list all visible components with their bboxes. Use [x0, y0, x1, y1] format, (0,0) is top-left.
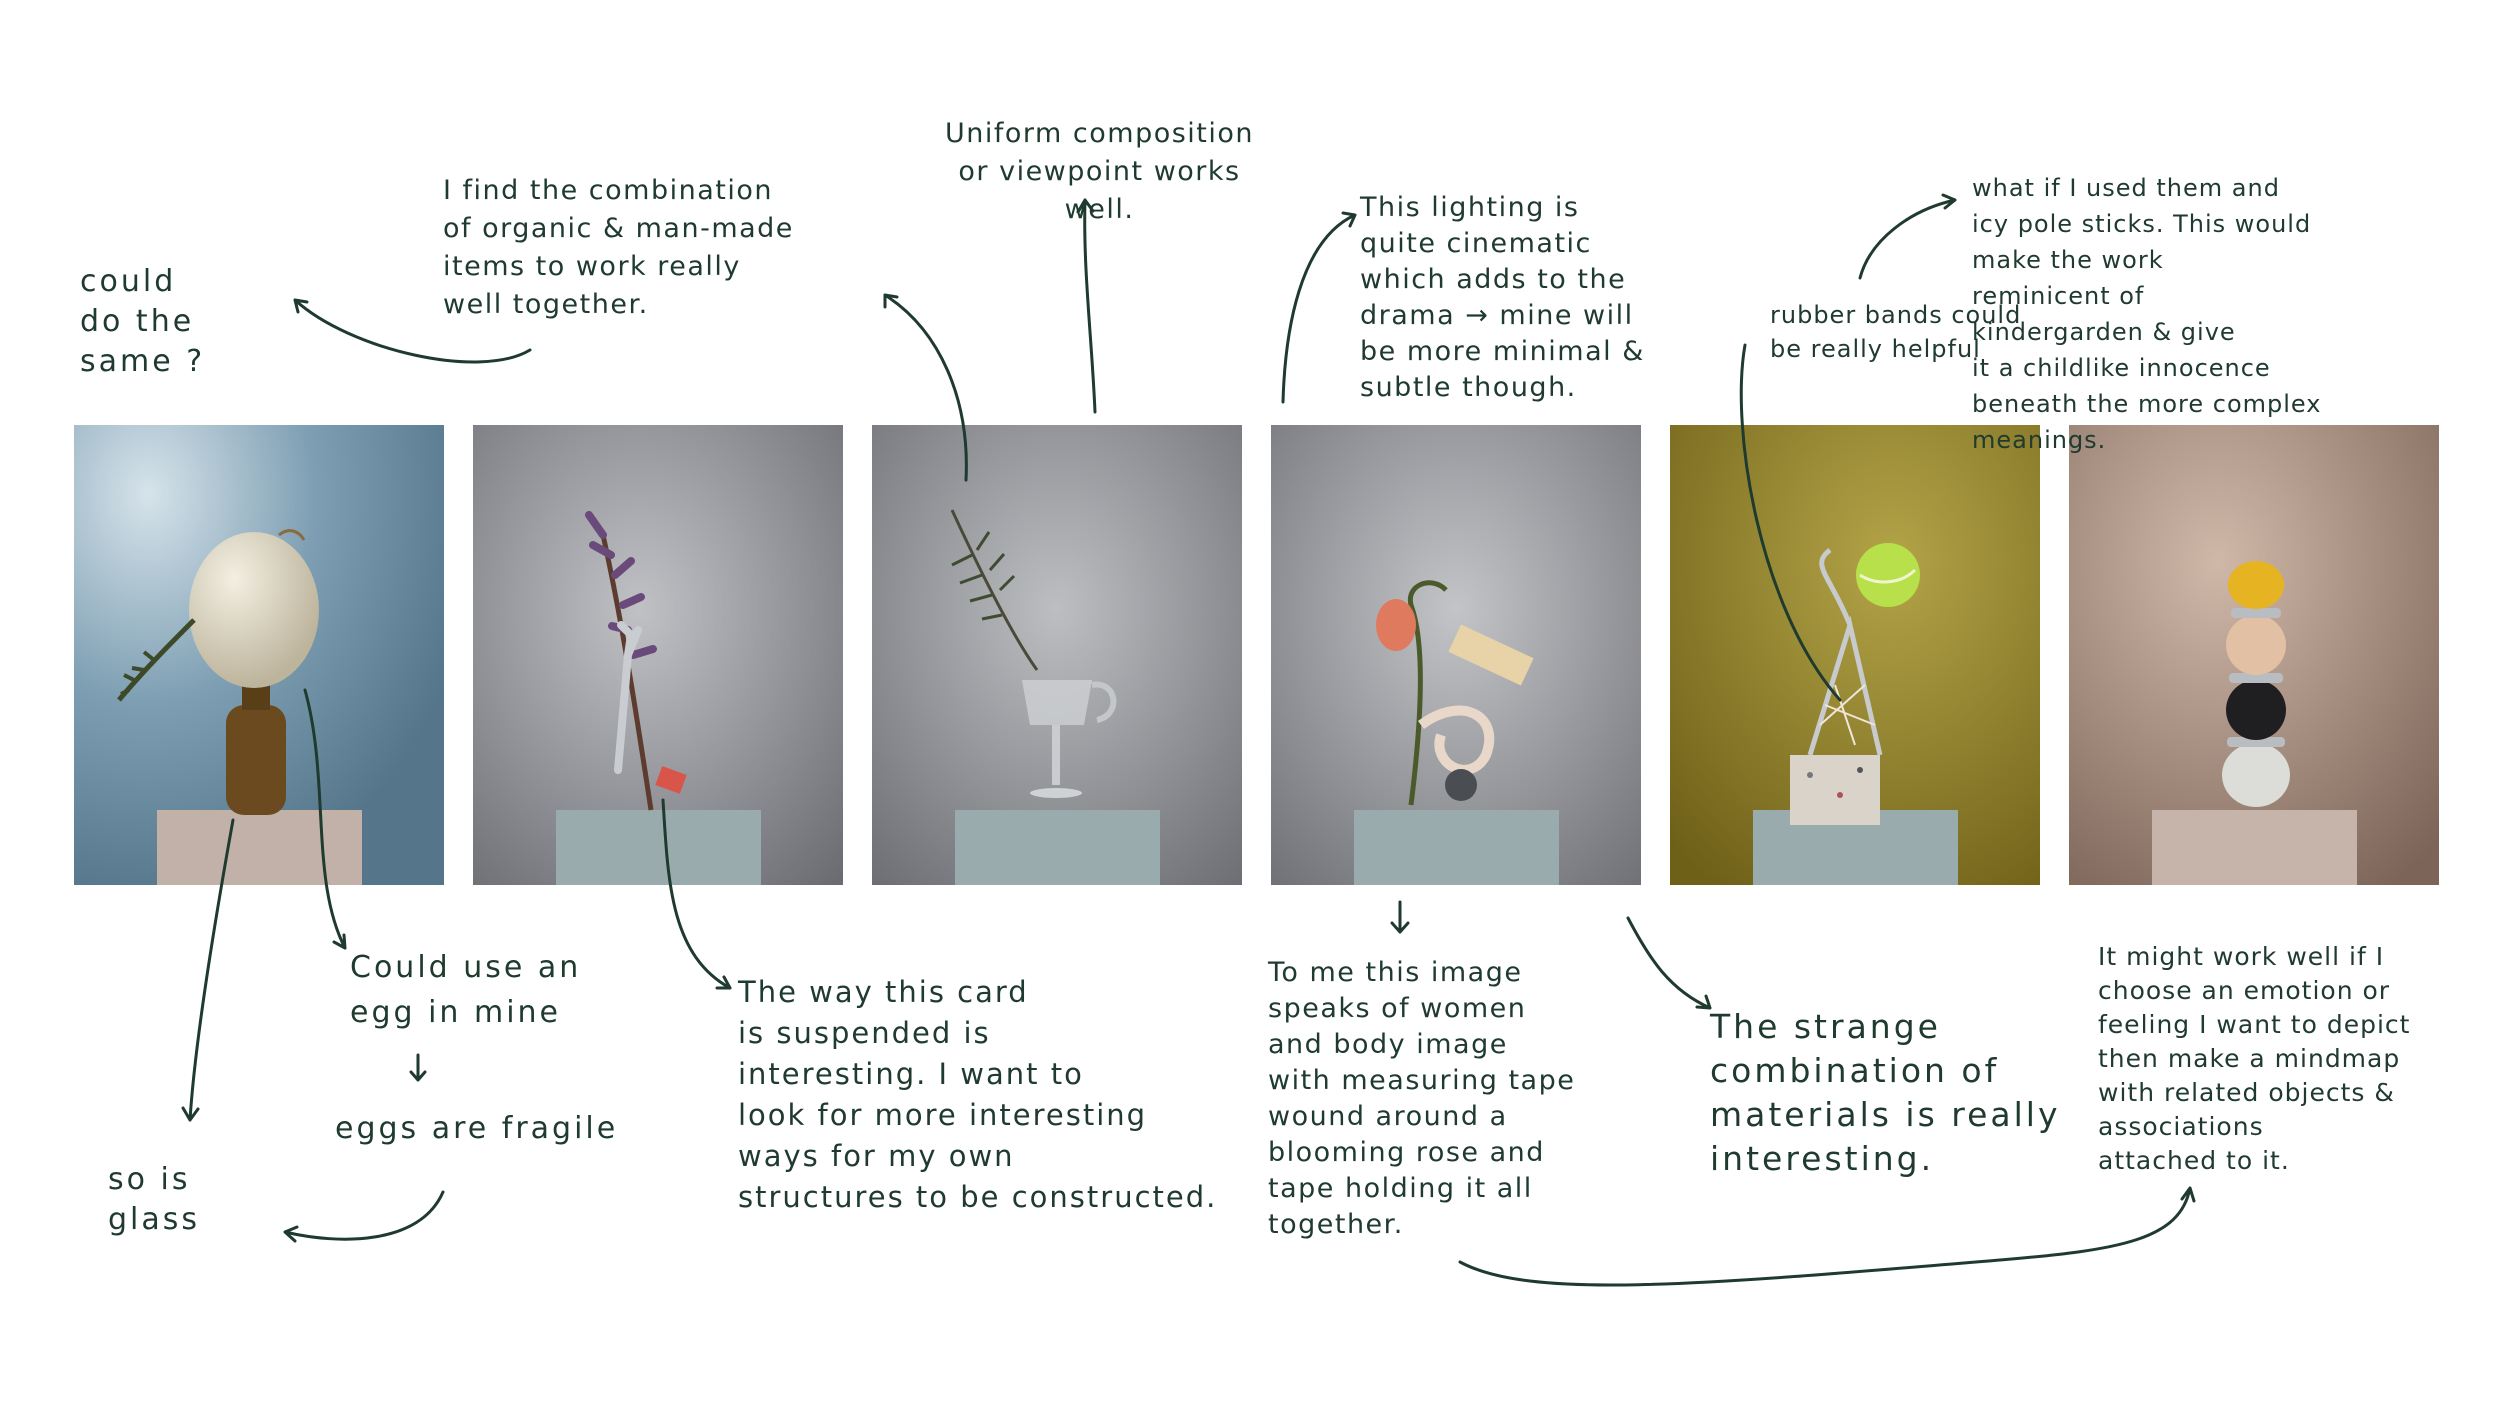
note-what-if: what if I used them and icy pole sticks.… [1972, 174, 2322, 454]
note-strange-combination: The strange combination of materials is … [1710, 1007, 2061, 1178]
photo-fork-plant [473, 425, 843, 885]
note-rubber-bands: rubber bands could be really helpful [1770, 301, 2022, 363]
photo-stacked-spheres [2069, 425, 2439, 885]
note-to-me: To me this image speaks of women and bod… [1268, 957, 1576, 1240]
note-lighting: This lighting is quite cinematic which a… [1360, 192, 1645, 403]
photo-rose-tape [1271, 425, 1641, 885]
note-card-suspended: The way this card is suspended is intere… [738, 975, 1218, 1214]
note-could-do-same: could do the same ? [80, 264, 206, 379]
note-eggs-fragile: eggs are fragile [335, 1111, 619, 1146]
note-might-work: It might work well if I choose an emotio… [2098, 942, 2411, 1175]
note-could-use-egg: Could use an egg in mine [350, 950, 582, 1030]
photo-glass-feather [872, 425, 1242, 885]
photo-scissors-ball [1670, 425, 2040, 885]
note-so-is-glass: so is glass [108, 1162, 201, 1237]
note-find-combination: I find the combination of organic & man-… [443, 175, 794, 320]
note-uniform-composition: Uniform composition or viewpoint works w… [945, 118, 1255, 225]
photo-egg-vase [74, 425, 444, 885]
